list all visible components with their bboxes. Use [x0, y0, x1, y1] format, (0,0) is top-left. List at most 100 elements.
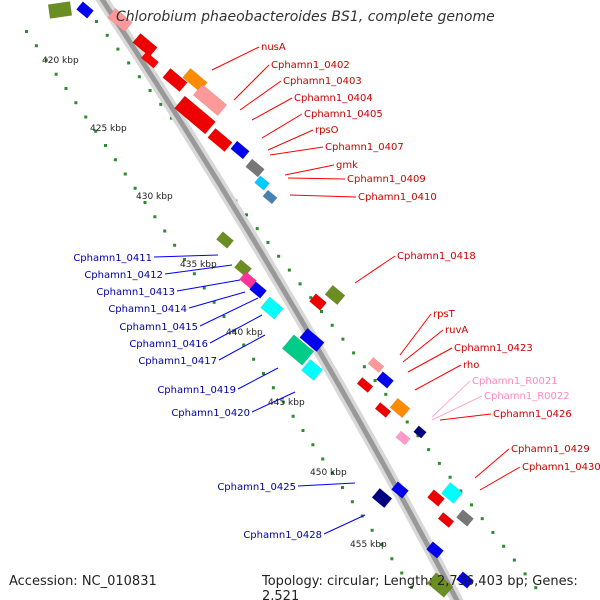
outer-tick-dot	[512, 558, 516, 562]
gene-label-cphamn1_0404[interactable]: Cphamn1_0404	[294, 93, 373, 104]
gene-feature-39[interactable]	[426, 572, 454, 598]
gene-label-cphamn1_0415[interactable]: Cphamn1_0415	[119, 322, 198, 333]
outer-tick-dot	[298, 282, 302, 286]
inner-tick-dot	[311, 443, 315, 447]
gene-feature-5[interactable]	[140, 51, 160, 69]
gene-label-cphamn1_0420[interactable]: Cphamn1_0420	[171, 408, 250, 419]
gene-feature-40[interactable]	[456, 571, 474, 589]
gene-label-cphamn1_0417[interactable]: Cphamn1_0417	[138, 356, 217, 367]
gene-feature-32[interactable]	[371, 487, 393, 509]
gene-feature-20[interactable]	[281, 334, 315, 366]
inner-tick-dot	[301, 429, 305, 432]
leader-line	[188, 291, 246, 309]
outer-tick-dot	[127, 61, 131, 65]
gene-feature-13[interactable]	[254, 175, 270, 191]
gene-label-cphamn1_r0022[interactable]: Cphamn1_R0022	[484, 391, 570, 402]
tick-label-440-kbp: 440 kbp	[226, 328, 263, 338]
gene-feature-9[interactable]	[174, 95, 216, 135]
gene-feature-16[interactable]	[234, 259, 252, 277]
gene-feature-34[interactable]	[427, 489, 445, 507]
leader-line	[407, 347, 453, 373]
gene-label-cphamn1_0412[interactable]: Cphamn1_0412	[84, 270, 163, 281]
gene-feature-37[interactable]	[437, 512, 455, 528]
gene-feature-10[interactable]	[207, 127, 233, 153]
gene-label-cphamn1_r0021[interactable]: Cphamn1_R0021	[472, 376, 558, 387]
tick-dots	[25, 20, 538, 590]
leader-line	[269, 146, 324, 156]
gene-feature-36[interactable]	[456, 509, 474, 527]
outer-tick-dot	[309, 296, 313, 300]
gene-feature-6[interactable]	[162, 67, 188, 93]
gene-feature-24[interactable]	[324, 284, 346, 306]
gene-feature-29[interactable]	[389, 397, 411, 419]
gene-feature-12[interactable]	[245, 158, 265, 178]
genome-summary-text: Topology: circular; Length: 2,736,403 bp…	[262, 574, 578, 600]
leader-line	[251, 391, 296, 413]
leader-line	[474, 448, 510, 479]
gene-feature-23[interactable]	[309, 293, 327, 311]
outer-tick-dot	[159, 102, 163, 106]
gene-label-cphamn1_0429[interactable]: Cphamn1_0429	[511, 444, 590, 455]
gene-label-cphamn1_0419[interactable]: Cphamn1_0419	[157, 385, 236, 396]
gene-feature-28[interactable]	[374, 402, 392, 418]
leader-line	[199, 297, 259, 327]
gene-feature-25[interactable]	[367, 357, 385, 373]
gene-feature-15[interactable]	[216, 231, 234, 249]
inner-tick-dot	[410, 585, 414, 589]
gene-label-cphamn1_0407[interactable]: Cphamn1_0407	[325, 142, 404, 153]
gene-label-rho[interactable]: rho	[463, 360, 479, 371]
gene-label-ruva[interactable]: ruvA	[445, 325, 468, 336]
gene-label-cphamn1_0414[interactable]: Cphamn1_0414	[108, 304, 187, 315]
leader-line	[289, 194, 357, 198]
gene-feature-2[interactable]	[76, 1, 94, 19]
backbone-line	[99, 0, 460, 600]
gene-feature-26[interactable]	[376, 371, 394, 389]
outer-tick-dot	[266, 240, 270, 244]
gene-label-gmk[interactable]: gmk	[336, 160, 358, 171]
gene-feature-27[interactable]	[356, 377, 374, 393]
gene-feature-19[interactable]	[260, 296, 284, 320]
leader-line	[354, 255, 396, 284]
gene-feature-17[interactable]	[239, 271, 257, 289]
gene-feature-14[interactable]	[262, 189, 278, 205]
backbone	[95, 0, 464, 600]
gene-label-cphamn1_0430[interactable]: Cphamn1_0430	[522, 462, 600, 473]
inner-tick-dot	[222, 315, 226, 318]
gene-feature-22[interactable]	[299, 327, 325, 353]
gene-feature-18[interactable]	[249, 281, 267, 299]
outer-tick-dot	[523, 572, 527, 576]
inner-tick-dot	[370, 528, 374, 532]
gene-label-rpso[interactable]: rpsO	[315, 125, 339, 136]
gene-feature-30[interactable]	[413, 425, 427, 439]
outer-tick-dot	[427, 448, 431, 452]
gene-feature-21[interactable]	[301, 359, 323, 381]
gene-feature-11[interactable]	[230, 140, 250, 160]
gene-feature-3[interactable]	[107, 7, 133, 33]
gene-label-cphamn1_0423[interactable]: Cphamn1_0423	[454, 343, 533, 354]
gene-label-rpst[interactable]: rpsT	[433, 309, 456, 320]
gene-label-cphamn1_0428[interactable]: Cphamn1_0428	[243, 530, 322, 541]
leader-line	[261, 113, 303, 139]
gene-label-cphamn1_0403[interactable]: Cphamn1_0403	[283, 76, 362, 87]
gene-feature-35[interactable]	[441, 482, 463, 504]
gene-label-cphamn1_0426[interactable]: Cphamn1_0426	[493, 409, 572, 420]
leader-line	[211, 46, 260, 71]
gene-label-nusa[interactable]: nusA	[261, 42, 286, 53]
gene-label-cphamn1_0413[interactable]: Cphamn1_0413	[96, 287, 175, 298]
gene-feature-31[interactable]	[395, 430, 411, 446]
gene-label-cphamn1_0409[interactable]: Cphamn1_0409	[347, 174, 426, 185]
gene-label-cphamn1_0418[interactable]: Cphamn1_0418	[397, 251, 476, 262]
gene-label-cphamn1_0411[interactable]: Cphamn1_0411	[73, 253, 152, 264]
inner-tick-dot	[163, 229, 167, 233]
gene-feature-38[interactable]	[426, 541, 444, 559]
gene-feature-8[interactable]	[192, 84, 228, 116]
gene-label-cphamn1_0416[interactable]: Cphamn1_0416	[129, 339, 208, 350]
gene-feature-33[interactable]	[391, 481, 409, 499]
gene-label-cphamn1_0425[interactable]: Cphamn1_0425	[217, 482, 296, 493]
gene-feature-4[interactable]	[132, 32, 158, 58]
gene-label-cphamn1_0410[interactable]: Cphamn1_0410	[358, 192, 437, 203]
gene-label-cphamn1_0405[interactable]: Cphamn1_0405	[304, 109, 383, 120]
gene-feature-1[interactable]	[47, 1, 73, 19]
leader-line	[297, 482, 356, 487]
gene-label-cphamn1_0402[interactable]: Cphamn1_0402	[271, 60, 350, 71]
